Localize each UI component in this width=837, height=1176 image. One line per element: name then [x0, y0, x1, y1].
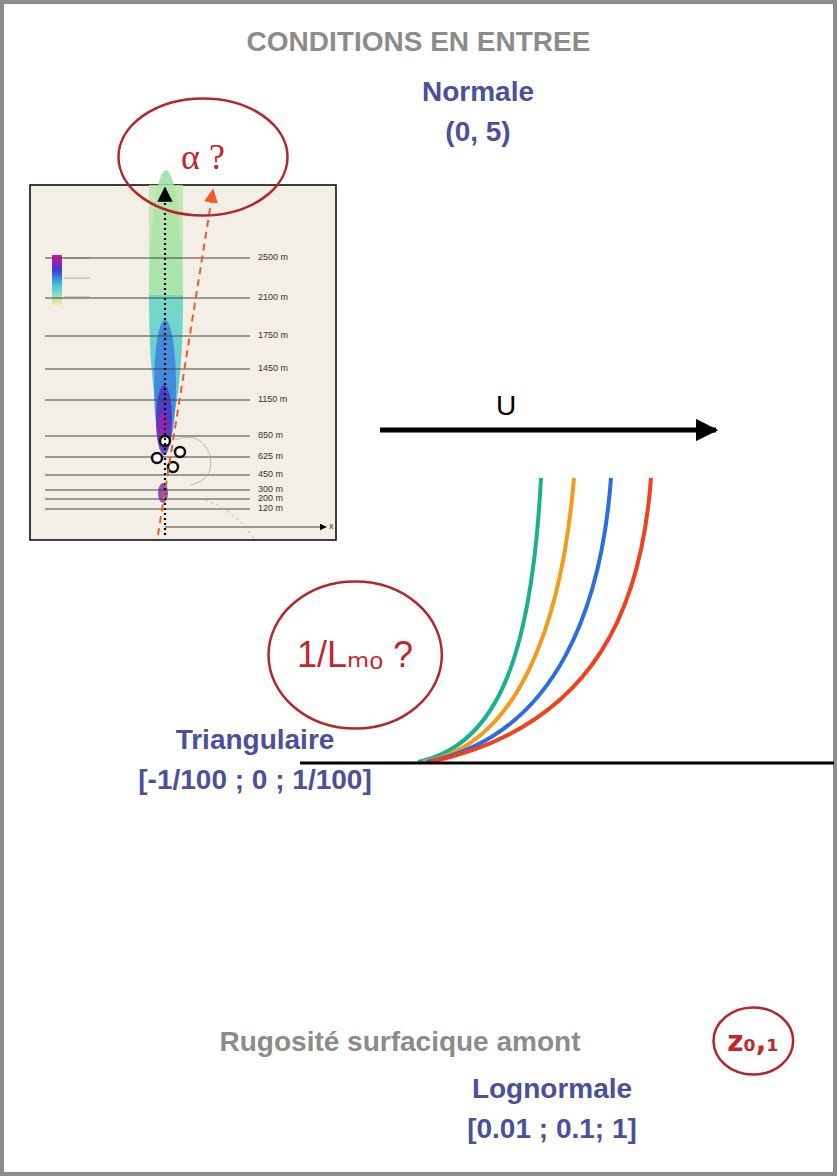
wind-label: U	[486, 386, 526, 426]
contour-label: 850 m	[258, 430, 283, 441]
circle-label: 1/Lₘₒ ?	[297, 634, 413, 676]
contour-label: 1750 m	[258, 330, 288, 341]
contour-label: 450 m	[258, 469, 283, 480]
inset-map	[30, 170, 336, 540]
title: CONDITIONS EN ENTREE	[0, 26, 837, 58]
roughness-label: Rugosité surfacique amont	[120, 1022, 680, 1062]
contour-label: 200 m	[258, 493, 283, 504]
contour-label: 120 m	[258, 503, 283, 514]
ground-line	[300, 762, 834, 765]
distribution-label: Lognormale [0.01 ; 0.1; 1]	[457, 1069, 647, 1149]
contour-label: 2100 m	[258, 292, 288, 303]
distribution-label: Normale (0, 5)	[413, 72, 543, 152]
contour-label: 2500 m	[258, 252, 288, 263]
axis-label: x	[329, 521, 334, 532]
wind-profiles	[418, 478, 651, 762]
wind-arrow	[380, 428, 716, 433]
question-circle: α ?	[117, 97, 289, 217]
contour-label: 1150 m	[258, 394, 287, 405]
circle-label: z₀,₁	[727, 1025, 778, 1058]
question-circle: 1/Lₘₒ ?	[267, 580, 443, 730]
contour-label: 1450 m	[258, 363, 288, 374]
distribution-label: Triangulaire [-1/100 ; 0 ; 1/100]	[129, 720, 381, 800]
question-circle: z₀,₁	[712, 1006, 795, 1076]
circle-label: α ?	[181, 136, 225, 178]
contour-label: 625 m	[258, 451, 283, 462]
